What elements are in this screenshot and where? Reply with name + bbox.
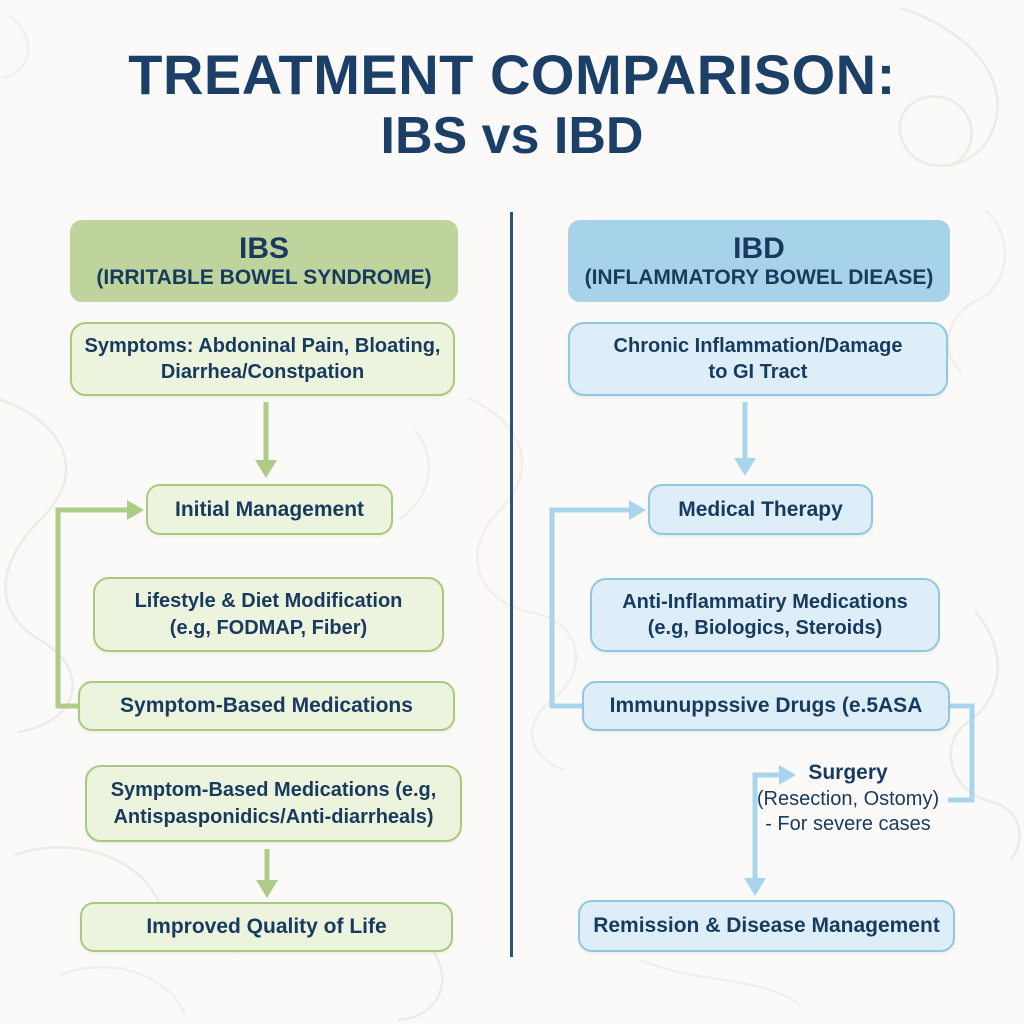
ibs-arrowhead-2-icon	[256, 880, 278, 898]
ibs-symptom-medications-box: Symptom-Based Medications	[78, 681, 455, 731]
title-line-2: IBS vs IBD	[380, 106, 644, 165]
column-divider	[510, 212, 513, 957]
title-line-1: TREATMENT COMPARISON:	[128, 43, 896, 106]
ibs-header-box: IBS (IRRITABLE BOWEL SYNDROME)	[70, 220, 458, 302]
ibd-immunosuppressive-box: Immunuppssive Drugs (e.5ASA	[582, 681, 950, 731]
ibd-outcome-box: Remission & Disease Management	[578, 900, 955, 952]
text-line: Diarrhea/Constpation	[160, 361, 365, 383]
text-line: Initial Management	[174, 497, 365, 521]
surgery-detail: - For severe cases	[765, 813, 931, 836]
text-line: (e.g, Biologics, Steroids)	[647, 617, 883, 639]
text-line: Symptoms: Abdoninal Pain, Bloating,	[84, 334, 441, 357]
text-line: Immunuppssive Drugs (e.5ASA	[609, 694, 923, 718]
ibs-feedback-arrowhead-icon	[127, 500, 144, 520]
text-line: Chronic Inflammation/Damage	[613, 334, 903, 357]
ibs-initial-management-box: Initial Management	[146, 484, 393, 535]
ibd-header-box: IBD (INFLAMMATORY BOWEL DIEASE)	[568, 220, 950, 302]
ibs-arrowhead-icon	[255, 460, 277, 478]
text-line: (e.g, FODMAP, Fiber)	[169, 616, 368, 639]
ibs-lifestyle-box: Lifestyle & Diet Modification (e.g, FODM…	[93, 577, 444, 652]
ibd-remission-arrowhead-icon	[744, 878, 766, 896]
text-line: Symptom-Based Medications	[120, 694, 413, 718]
ibd-medical-therapy-box: Medical Therapy	[648, 484, 873, 535]
ibd-surgery-note: Surgery (Resection, Ostomy) - For severe…	[740, 760, 956, 838]
ibd-feedback-arrowhead-icon	[629, 500, 646, 520]
ibd-full-name: (INFLAMMATORY BOWEL DIEASE)	[584, 266, 934, 290]
ibs-full-name: (IRRITABLE BOWEL SYNDROME)	[96, 266, 432, 290]
ibd-anti-inflammatory-box: Anti-Inflammatiry Medications (e.g, Biol…	[590, 578, 940, 652]
ibs-outcome-box: Improved Quality of Life	[80, 902, 453, 952]
text-line: Anti-Inflammatiry Medications	[622, 590, 908, 613]
ibd-arrowhead-icon	[734, 458, 756, 476]
text-line: Symptom-Based Medications (e.g,	[110, 779, 437, 802]
surgery-title: Surgery	[808, 761, 888, 784]
text-line: Lifestyle & Diet Modification	[134, 590, 403, 613]
text-line: Medical Therapy	[678, 497, 843, 521]
text-line: Antispasponidics/Anti-diarrheals)	[113, 805, 434, 828]
page-title: TREATMENT COMPARISON: IBS vs IBD	[0, 43, 1024, 165]
text-line: Improved Quality of Life	[146, 915, 387, 939]
text-line: to GI Tract	[708, 361, 808, 383]
ibd-abbr: IBD	[733, 231, 785, 265]
text-line: Remission & Disease Management	[593, 914, 940, 938]
ibs-symptoms-box: Symptoms: Abdoninal Pain, Bloating, Diar…	[70, 322, 455, 396]
surgery-detail: (Resection, Ostomy)	[756, 787, 940, 810]
ibs-abbr: IBS	[238, 231, 289, 265]
ibs-symptom-medications-eg-box: Symptom-Based Medications (e.g, Antispas…	[85, 765, 462, 842]
ibd-chronic-inflammation-box: Chronic Inflammation/Damage to GI Tract	[568, 322, 948, 396]
